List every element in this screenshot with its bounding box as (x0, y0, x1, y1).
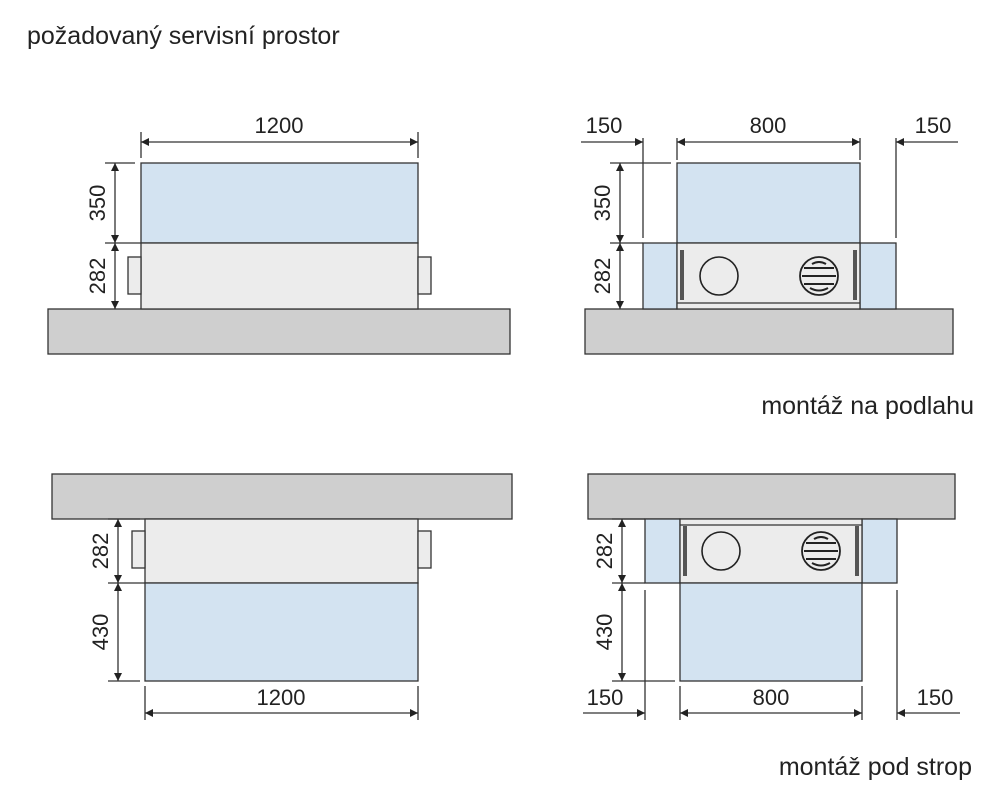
unit-body (144, 518, 419, 584)
ceiling-side-view: 282 430 1200 (51, 473, 513, 720)
service-space-bottom (679, 582, 863, 682)
duct-port-icon (701, 531, 741, 571)
dimension-unit-height: 282 (592, 533, 617, 570)
duct-stub-right (417, 256, 432, 295)
dimension-left-clearance: 150 (586, 113, 623, 138)
dimension-right-clearance: 150 (917, 685, 954, 710)
dimension-unit-height: 282 (85, 258, 110, 295)
dimension-service-height: 430 (592, 614, 617, 651)
duct-stub-left (127, 256, 142, 295)
service-space-left (644, 518, 681, 584)
dimension-service-height: 350 (590, 185, 615, 222)
fan-icon (801, 531, 841, 571)
bracket-left (683, 526, 687, 576)
bracket-right (853, 250, 857, 300)
dimension-left-clearance: 150 (587, 685, 624, 710)
bracket-right (855, 526, 859, 576)
duct-stub-left (131, 530, 146, 569)
dimension-right-clearance: 150 (915, 113, 952, 138)
floor-side-view: 1200 350 282 (47, 113, 511, 355)
dimension-width: 1200 (255, 113, 304, 138)
dimension-unit-height: 282 (590, 258, 615, 295)
floor-slab (47, 308, 511, 355)
dimension-unit-height: 282 (88, 533, 113, 570)
dimension-width: 800 (750, 113, 787, 138)
service-space (144, 582, 419, 682)
floor-mount-caption: montáž na podlahu (761, 392, 974, 420)
floor-slab (584, 308, 954, 355)
dimension-width: 800 (753, 685, 790, 710)
floor-front-view: 150 800 150 350 282 (581, 113, 958, 355)
ceiling-slab (587, 473, 956, 520)
service-space-top (676, 162, 861, 244)
duct-stub-right (417, 530, 432, 569)
duct-port-icon (699, 256, 739, 296)
fan-icon (799, 256, 839, 296)
dimension-service-height: 350 (85, 185, 110, 222)
ceiling-mount-caption: montáž pod strop (779, 753, 972, 781)
bracket-left (680, 250, 684, 300)
unit-body (140, 242, 419, 310)
page-title: požadovaný servisní prostor (27, 22, 340, 50)
dimension-width: 1200 (257, 685, 306, 710)
service-space (140, 162, 419, 244)
dimension-service-height: 430 (88, 614, 113, 651)
ceiling-slab (51, 473, 513, 520)
service-space-left (642, 242, 678, 310)
ceiling-front-view: 282 430 150 800 150 (583, 473, 960, 720)
service-space-right (859, 242, 897, 310)
service-space-right (861, 518, 898, 584)
